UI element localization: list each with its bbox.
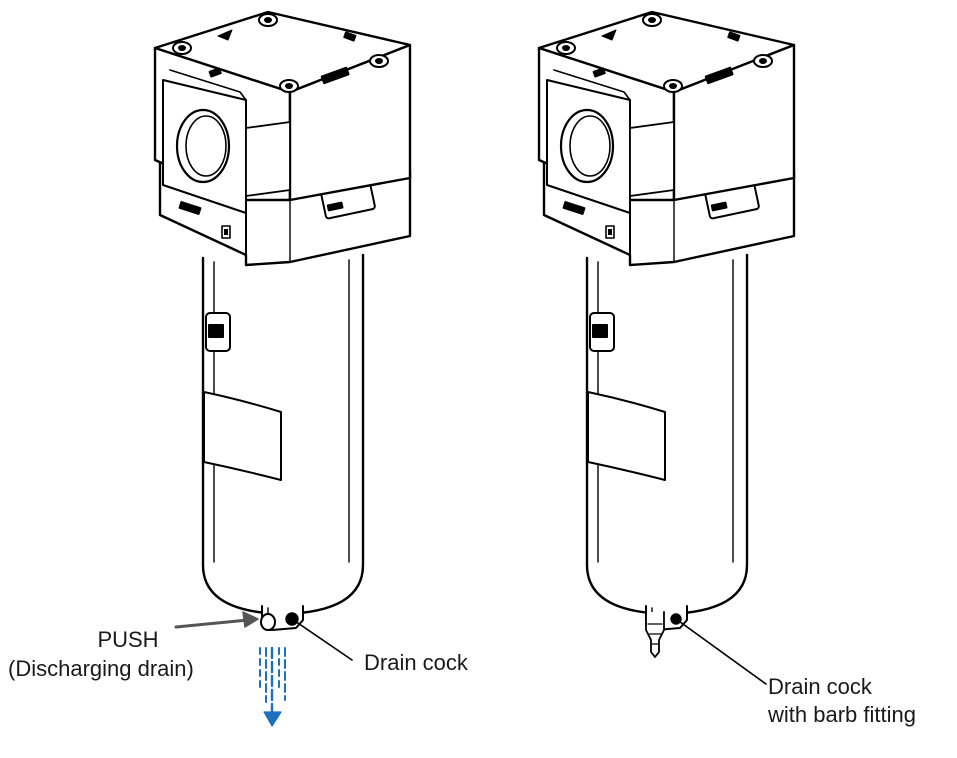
drain-cock-barb-label-line1: Drain cock <box>768 674 872 699</box>
drain-cock-leader <box>291 618 353 661</box>
drain-cock-label: Drain cock <box>364 650 468 675</box>
left-filter-unit <box>153 10 412 632</box>
barb-fitting-leader <box>675 618 767 685</box>
push-label: PUSH <box>97 627 159 652</box>
push-arrow <box>174 611 259 629</box>
discharging-drain-label: (Discharging drain) <box>8 656 194 681</box>
drain-cock-barb-label-line2: with barb fitting <box>768 702 916 727</box>
drain-flow-arrow <box>259 646 286 727</box>
right-filter-unit <box>537 10 796 658</box>
